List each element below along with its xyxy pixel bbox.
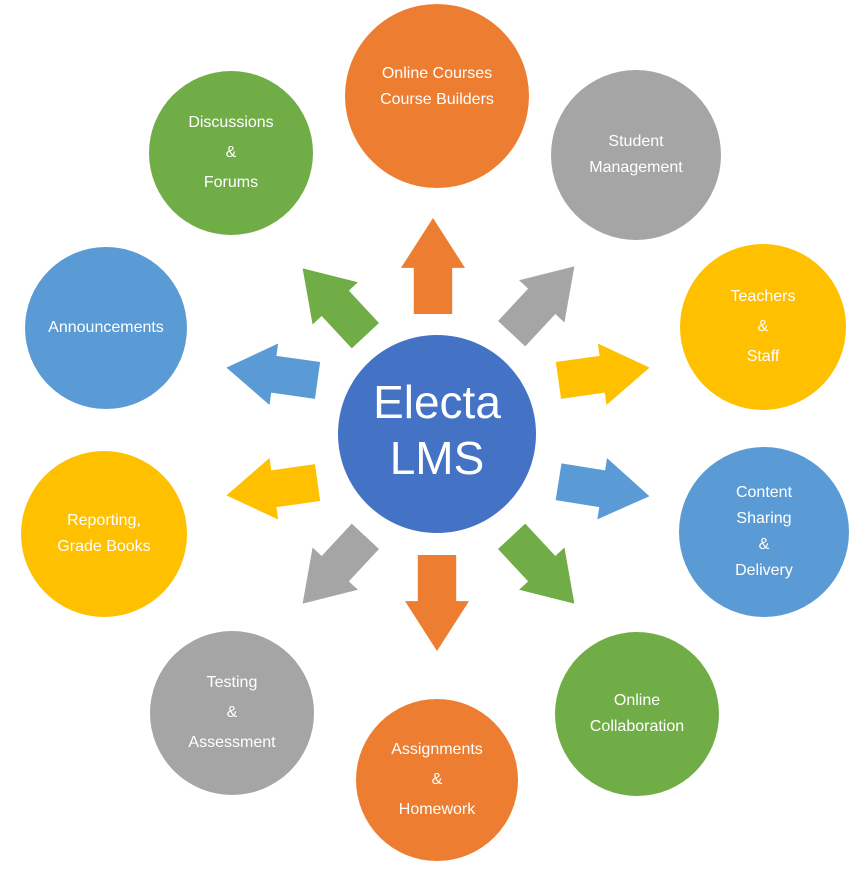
node-content-sharing-delivery-label-line-1: Content: [736, 484, 793, 501]
node-testing-assessment-label-line-3: Assessment: [188, 734, 276, 751]
node-teachers-staff-circle[interactable]: [680, 244, 846, 410]
arrow-to-online-courses: [401, 218, 465, 314]
node-discussions-forums-label-line-1: Discussions: [188, 114, 273, 131]
node-online-collaboration-circle[interactable]: [555, 632, 719, 796]
arrow-to-assignments-homework-shape: [405, 555, 469, 651]
arrow-to-reporting-grade-books: [226, 458, 321, 520]
node-testing-assessment-label-line-1: Testing: [207, 674, 258, 691]
hub-circle[interactable]: [338, 335, 536, 533]
node-assignments-homework-label-line-1: Assignments: [391, 741, 483, 758]
node-student-management-label-line-2: Management: [589, 159, 683, 176]
arrow-to-online-collaboration: [498, 523, 575, 604]
arrow-to-reporting-grade-books-shape: [226, 458, 321, 520]
node-online-collaboration-label-line-2: Collaboration: [590, 718, 684, 735]
node-teachers-staff-label-line-2: &: [758, 318, 769, 335]
node-discussions-forums-label-line-2: &: [226, 144, 237, 161]
node-content-sharing-delivery-label-line-2: Sharing: [736, 510, 791, 527]
node-assignments-homework[interactable]: Assignments & Homework: [356, 699, 518, 861]
node-testing-assessment-circle[interactable]: [150, 631, 314, 795]
node-assignments-homework-circle[interactable]: [356, 699, 518, 861]
arrow-to-testing-assessment: [302, 523, 379, 604]
node-reporting-grade-books-label-line-1: Reporting,: [67, 512, 141, 529]
node-testing-assessment[interactable]: Testing & Assessment: [150, 631, 314, 795]
node-reporting-grade-books-label-line-2: Grade Books: [57, 538, 150, 555]
node-student-management-label-line-1: Student: [608, 133, 664, 150]
arrow-to-student-management-shape: [498, 266, 575, 347]
node-assignments-homework-label-line-3: Homework: [399, 801, 476, 818]
node-content-sharing-delivery-label-line-3: &: [759, 536, 770, 553]
node-announcements[interactable]: Announcements: [25, 247, 187, 409]
node-student-management-circle[interactable]: [551, 70, 721, 240]
node-discussions-forums-label-line-3: Forums: [204, 174, 258, 191]
arrow-to-announcements-shape: [226, 343, 321, 405]
arrow-to-discussions-forums: [302, 268, 379, 349]
node-online-collaboration-label-line-1: Online: [614, 692, 660, 709]
hub-label-line1: Electa: [373, 376, 501, 428]
arrow-to-student-management: [498, 266, 575, 347]
arrow-to-content-sharing-delivery: [555, 458, 650, 520]
node-online-courses-label-line-2: Course Builders: [380, 91, 494, 108]
node-content-sharing-delivery-circle[interactable]: [679, 447, 849, 617]
arrow-to-discussions-forums-shape: [302, 268, 379, 349]
node-teachers-staff-label-line-3: Staff: [747, 348, 780, 365]
node-reporting-grade-books[interactable]: Reporting, Grade Books: [21, 451, 187, 617]
node-discussions-forums[interactable]: Discussions & Forums: [149, 71, 313, 235]
arrow-to-assignments-homework: [405, 555, 469, 651]
arrow-layer: [226, 218, 650, 651]
node-online-courses-circle[interactable]: [345, 4, 529, 188]
node-discussions-forums-circle[interactable]: [149, 71, 313, 235]
node-reporting-grade-books-circle[interactable]: [21, 451, 187, 617]
hub-label-line2: LMS: [390, 432, 485, 484]
node-announcements-circle[interactable]: [25, 247, 187, 409]
node-announcements-label-line-1: Announcements: [48, 319, 164, 336]
arrow-to-online-collaboration-shape: [498, 523, 575, 604]
node-online-courses-label-line-1: Online Courses: [382, 65, 492, 82]
node-assignments-homework-label-line-2: &: [432, 771, 443, 788]
arrow-to-online-courses-shape: [401, 218, 465, 314]
node-content-sharing-delivery-label-line-4: Delivery: [735, 562, 793, 579]
arrow-to-testing-assessment-shape: [302, 523, 379, 604]
arrow-to-teachers-staff: [555, 343, 650, 405]
arrow-to-teachers-staff-shape: [555, 343, 650, 405]
node-teachers-staff[interactable]: Teachers & Staff: [680, 244, 846, 410]
arrow-to-announcements: [226, 343, 321, 405]
arrow-to-content-sharing-delivery-shape: [555, 458, 650, 520]
node-testing-assessment-label-line-2: &: [227, 704, 238, 721]
node-teachers-staff-label-line-1: Teachers: [731, 288, 796, 305]
